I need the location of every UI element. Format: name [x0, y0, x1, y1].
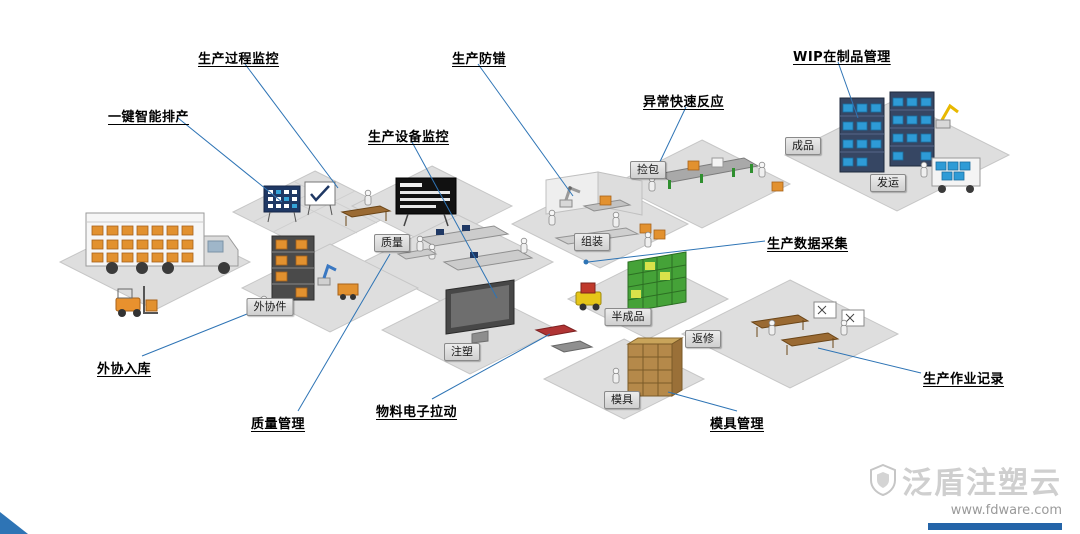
- shipping-cart: [920, 157, 981, 193]
- callout-wip-management: WIP在制品管理: [793, 50, 891, 65]
- station-outsourced-parts: 外协件: [246, 298, 294, 316]
- transfer-cart: [575, 282, 602, 311]
- station-rework: 返修: [685, 330, 721, 348]
- brand-shield-icon: [870, 464, 896, 496]
- display-screen: [445, 279, 515, 344]
- mold-rack: [612, 337, 684, 397]
- schedule-board: [395, 177, 457, 227]
- material-pallets: [534, 324, 594, 353]
- assembly-robot-cell: [545, 171, 643, 228]
- callout-material-electronic-pulling: 物料电子拉动: [376, 405, 458, 420]
- callout-production-operation-records: 生产作业记录: [923, 372, 1005, 387]
- worktable: [340, 189, 392, 226]
- packing-conveyor: [648, 157, 784, 192]
- brand-website: www.fdware.com: [950, 503, 1062, 518]
- station-quality: 质量: [374, 234, 410, 252]
- station-finished-goods: 成品: [785, 137, 821, 155]
- callout-outsourcing-inbound: 外协入库: [97, 362, 152, 377]
- station-shipping: 发运: [870, 174, 906, 192]
- injection-machines: [418, 225, 534, 271]
- semi-finished-rack: [627, 251, 687, 313]
- station-assembly: 组装: [574, 233, 610, 251]
- station-injection-molding: 注塑: [444, 343, 480, 361]
- callout-abnormal-quick-response: 异常快速反应: [643, 95, 725, 110]
- station-picking-packing: 捡包: [630, 161, 666, 179]
- brand-name: 泛盾注塑云: [902, 466, 1062, 501]
- brand-accent-bar: [928, 523, 1062, 530]
- callout-production-data-collection: 生产数据采集: [767, 237, 849, 252]
- brand-watermark: 泛盾注塑云 www.fdware.com: [870, 458, 1062, 530]
- corner-accent-triangle: [0, 512, 28, 534]
- callout-equipment-monitoring: 生产设备监控: [368, 130, 450, 145]
- callout-connector-lines: [141, 61, 922, 412]
- forklift: [115, 286, 158, 317]
- callout-mold-management: 模具管理: [710, 417, 765, 432]
- rework-area: [750, 301, 865, 355]
- callout-one-click-scheduling: 一键智能排产: [108, 110, 190, 125]
- callout-production-error-proofing: 生产防错: [452, 52, 507, 67]
- outsourced-parts-rack: [260, 235, 359, 312]
- quality-bench: [396, 235, 438, 260]
- callout-quality-management: 质量管理: [251, 417, 306, 432]
- station-mold: 模具: [604, 391, 640, 409]
- callout-production-process-monitoring: 生产过程监控: [198, 52, 280, 67]
- station-semi-finished: 半成品: [604, 308, 652, 326]
- finished-goods-racks: [839, 91, 959, 173]
- truck: [85, 212, 239, 274]
